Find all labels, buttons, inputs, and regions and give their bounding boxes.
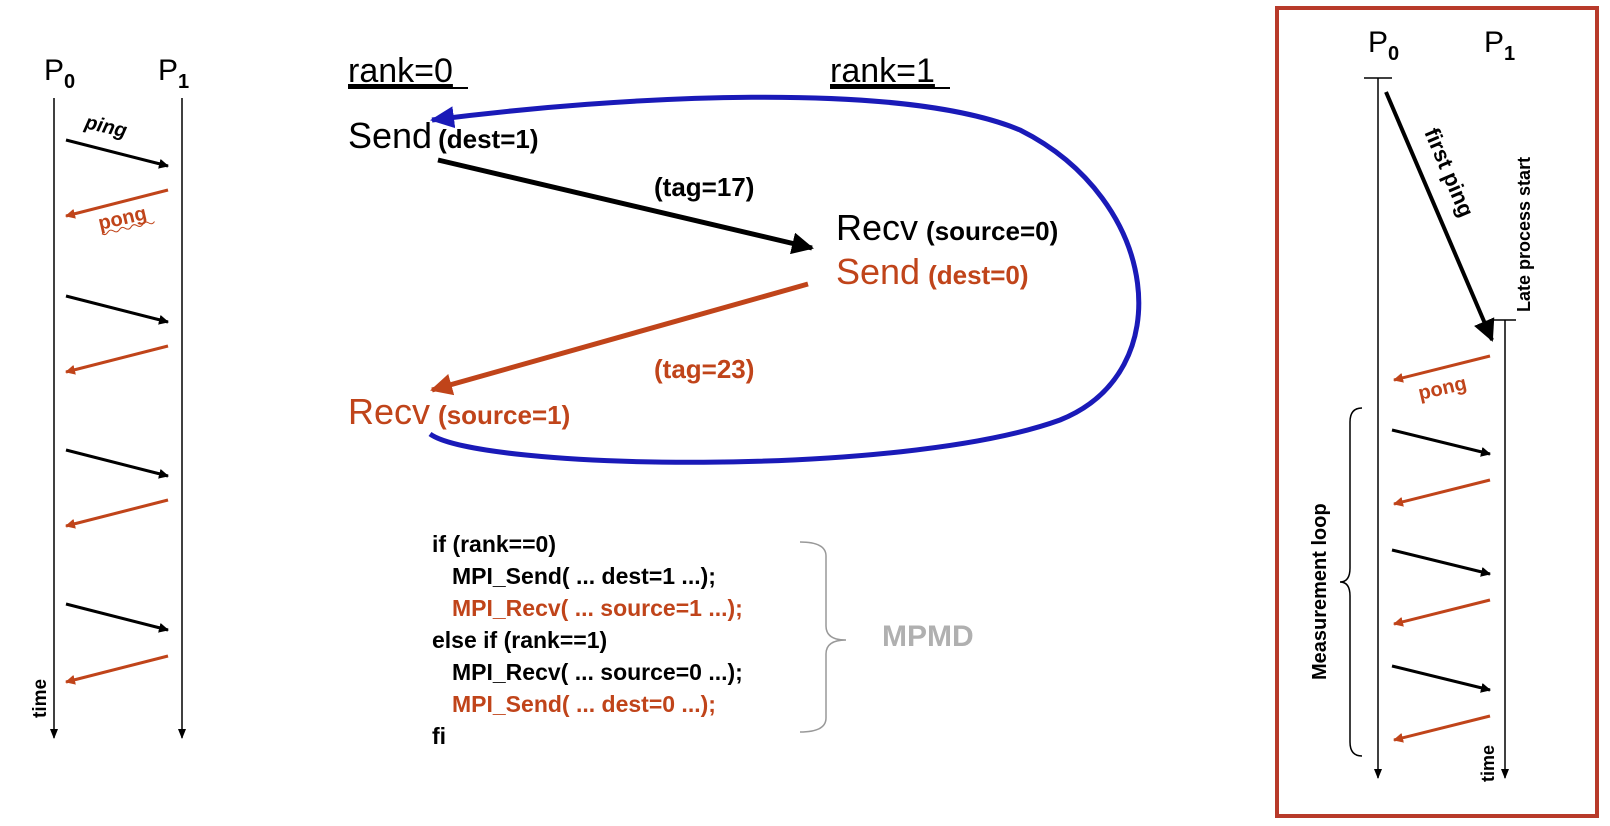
late-start-label: Late process start bbox=[1514, 157, 1534, 312]
ping-arrow bbox=[1391, 664, 1491, 693]
code-line: if (rank==0) bbox=[432, 531, 556, 557]
pong-arrow bbox=[1393, 714, 1491, 743]
ping-arrow bbox=[65, 138, 169, 169]
first-ping-arrow bbox=[1384, 91, 1495, 342]
left-timeline-panel: P0 P1 time ping pong bbox=[30, 54, 189, 739]
code-line: fi bbox=[432, 723, 446, 749]
right-time-label: time bbox=[1478, 745, 1498, 782]
ping-arrow bbox=[65, 294, 169, 325]
code-line: MPI_Send( ... dest=0 ...); bbox=[452, 691, 716, 717]
right-pong-label: pong bbox=[1416, 372, 1469, 404]
tag23-label: (tag=23) bbox=[654, 354, 754, 384]
tag17-label: (tag=17) bbox=[654, 172, 754, 202]
ping-label: ping bbox=[82, 111, 129, 142]
pong-arrow bbox=[1393, 478, 1491, 507]
right-panel-frame bbox=[1275, 6, 1599, 818]
right-p1-label: P1 bbox=[1484, 26, 1515, 65]
mpmd-label: MPMD bbox=[882, 620, 974, 653]
rank0-recv: Recv(source=1) bbox=[348, 391, 570, 432]
rank1-heading: rank=1 bbox=[830, 52, 935, 90]
code-line: else if (rank==1) bbox=[432, 627, 607, 653]
rank0-send: Send(dest=1) bbox=[348, 115, 539, 156]
middle-message-panel: rank=0 rank=1 Send(dest=1) (tag=17) Recv… bbox=[348, 52, 1142, 465]
send-message-arrow bbox=[437, 157, 814, 255]
code-block: if (rank==0) MPI_Send( ... dest=1 ...); … bbox=[432, 531, 974, 749]
loop-arrow bbox=[428, 94, 1142, 465]
left-time-label: time bbox=[30, 679, 51, 718]
pong-arrow bbox=[65, 498, 169, 529]
code-line: MPI_Send( ... dest=1 ...); bbox=[452, 563, 716, 589]
rank0-heading: rank=0 bbox=[348, 52, 453, 90]
ping-arrow bbox=[1391, 548, 1491, 577]
rank1-recv: Recv(source=0) bbox=[836, 207, 1058, 248]
pong-arrow bbox=[65, 654, 169, 685]
pong-arrow bbox=[1393, 354, 1491, 383]
measurement-loop-label: Measurement loop bbox=[1309, 503, 1331, 680]
pong-arrow bbox=[65, 188, 169, 219]
rank1-send: Send(dest=0) bbox=[836, 251, 1029, 292]
code-line: MPI_Recv( ... source=0 ...); bbox=[452, 659, 743, 685]
ping-arrow bbox=[65, 602, 169, 633]
spellcheck-squiggle bbox=[101, 221, 155, 236]
ping-arrow bbox=[65, 448, 169, 479]
pong-arrow bbox=[1393, 598, 1491, 627]
reply-message-arrow bbox=[430, 281, 809, 396]
code-brace bbox=[799, 541, 847, 733]
left-p0-label: P0 bbox=[44, 54, 75, 93]
right-measurement-panel: P0 P1 first ping Late process start pong… bbox=[1275, 6, 1599, 818]
right-p0-label: P0 bbox=[1368, 26, 1399, 65]
ping-arrow bbox=[1391, 428, 1491, 457]
pong-arrow bbox=[65, 344, 169, 375]
code-line: MPI_Recv( ... source=1 ...); bbox=[452, 595, 743, 621]
first-ping-label: first ping bbox=[1419, 124, 1479, 220]
measurement-brace bbox=[1339, 407, 1363, 757]
left-p1-label: P1 bbox=[158, 54, 189, 93]
